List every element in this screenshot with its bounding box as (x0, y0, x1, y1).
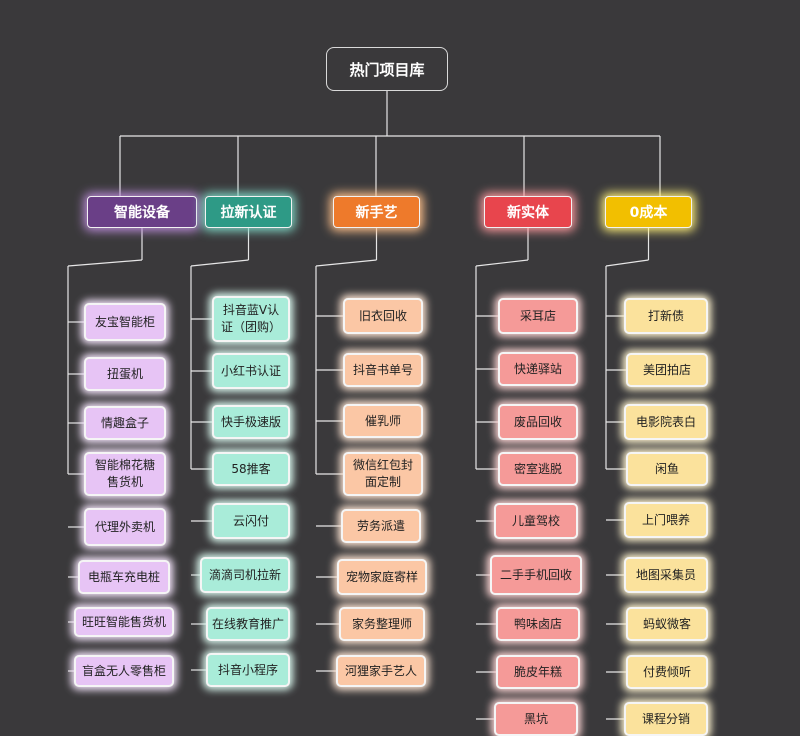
leaf-node: 情趣盒子 (84, 406, 166, 440)
leaf-node: 黑坑 (494, 702, 578, 736)
leaf-node: 废品回收 (498, 404, 578, 440)
leaf-node: 催乳师 (343, 404, 423, 438)
root-node: 热门项目库 (326, 47, 448, 91)
category-connector-line (605, 259, 649, 267)
leaf-node: 劳务派遣 (341, 509, 421, 543)
leaf-node: 脆皮年糕 (496, 655, 580, 689)
leaf-node: 快递驿站 (498, 352, 578, 386)
leaf-node: 课程分销 (624, 702, 708, 736)
leaf-node: 在线教育推广 (206, 607, 290, 641)
leaf-node: 付费倾听 (626, 655, 708, 689)
category-node: 拉新认证 (205, 196, 292, 228)
leaf-node: 密室逃脱 (498, 452, 578, 486)
category-node: 智能设备 (87, 196, 197, 228)
leaf-node: 扭蛋机 (84, 357, 166, 391)
leaf-node: 旧衣回收 (343, 298, 423, 334)
leaf-node: 盲盒无人零售柜 (74, 655, 174, 687)
leaf-node: 蚂蚁微客 (626, 607, 708, 641)
category-node: 新实体 (484, 196, 572, 228)
leaf-node: 闲鱼 (626, 452, 708, 486)
leaf-node: 地图采集员 (624, 557, 708, 593)
leaf-node: 电影院表白 (624, 404, 708, 440)
category-node: 0成本 (605, 196, 692, 228)
leaf-node: 云闪付 (212, 503, 290, 539)
category-connector-line (67, 259, 143, 267)
category-node: 新手艺 (333, 196, 420, 228)
leaf-node: 友宝智能柜 (84, 303, 166, 341)
leaf-node: 智能棉花糖售货机 (84, 452, 166, 496)
leaf-node: 儿童驾校 (494, 503, 578, 539)
leaf-node: 抖音蓝V认证（团购） (212, 296, 290, 342)
category-connector-line (315, 259, 377, 267)
leaf-node: 美团拍店 (626, 353, 708, 387)
leaf-node: 滴滴司机拉新 (200, 557, 290, 593)
leaf-node: 采耳店 (498, 298, 578, 334)
leaf-node: 打新债 (624, 298, 708, 334)
leaf-node: 上门喂养 (624, 502, 708, 538)
leaf-node: 代理外卖机 (84, 508, 166, 546)
leaf-node: 二手手机回收 (490, 555, 582, 595)
leaf-node: 旺旺智能售货机 (74, 607, 174, 637)
leaf-node: 快手极速版 (212, 405, 290, 439)
leaf-node: 家务整理师 (339, 607, 425, 641)
leaf-node: 抖音小程序 (206, 653, 290, 687)
leaf-node: 鸭味卤店 (496, 607, 580, 641)
leaf-node: 河狸家手艺人 (336, 655, 426, 687)
leaf-node: 小红书认证 (212, 353, 290, 389)
leaf-node: 抖音书单号 (343, 353, 423, 387)
leaf-node: 微信红包封面定制 (343, 452, 423, 496)
leaf-node: 58推客 (212, 452, 290, 486)
category-connector-line (190, 259, 249, 267)
leaf-node: 电瓶车充电桩 (78, 560, 170, 594)
category-connector-line (475, 259, 529, 267)
leaf-node: 宠物家庭寄样 (337, 559, 427, 595)
